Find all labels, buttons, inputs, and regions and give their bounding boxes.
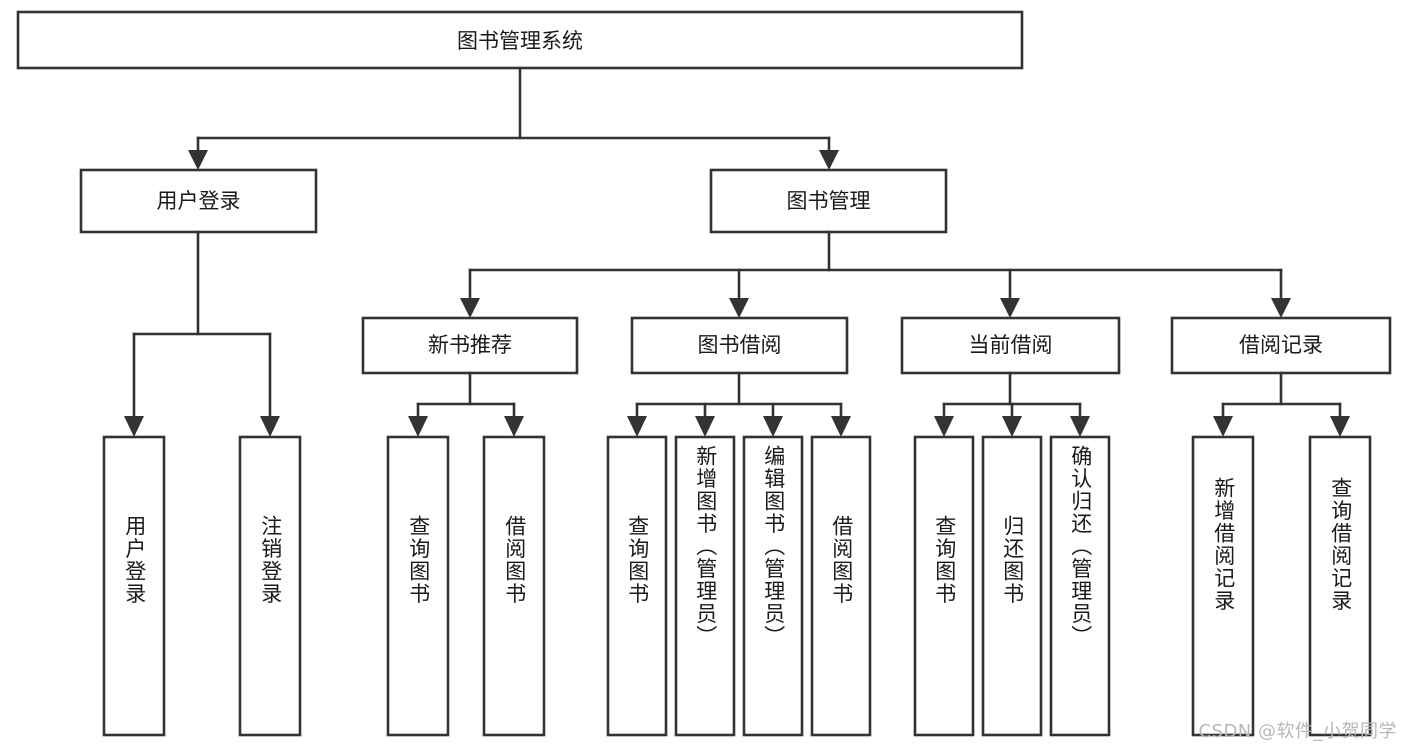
leaf-box-return-book[interactable] bbox=[981, 435, 1043, 737]
arrow-to-book-borrow bbox=[729, 298, 749, 318]
node-level3-borrow-record-label: 借阅记录 bbox=[1239, 333, 1323, 357]
arrow-to-leaf-query-book-2 bbox=[627, 416, 647, 437]
edge-root-to-level2 bbox=[188, 66, 839, 170]
arrow-to-leaf-logout bbox=[260, 416, 280, 437]
leaf-box-confirm-return[interactable] bbox=[1049, 435, 1111, 737]
arrow-to-leaf-query-book-1 bbox=[408, 416, 428, 437]
arrow-to-user-login bbox=[188, 150, 208, 170]
edge-user-login-to-leaves bbox=[124, 230, 280, 437]
edge-borrow-record-to-leaves bbox=[1213, 371, 1350, 437]
node-root-box[interactable] bbox=[16, 10, 1024, 70]
arrow-to-new-book-rec bbox=[460, 298, 480, 318]
node-level2-book-manage-label: 图书管理 bbox=[787, 189, 871, 213]
leaf-box-add-record[interactable] bbox=[1191, 435, 1255, 737]
arrow-to-leaf-add-book bbox=[695, 416, 715, 437]
arrow-to-current-borrow bbox=[1000, 298, 1020, 318]
node-root-label: 图书管理系统 bbox=[457, 29, 583, 53]
leaf-box-user-login[interactable] bbox=[102, 435, 166, 737]
leaf-box-borrow-book-1[interactable] bbox=[482, 435, 546, 737]
arrow-to-leaf-query-book-3 bbox=[934, 416, 954, 437]
leaf-box-borrow-book-2[interactable] bbox=[810, 435, 872, 737]
edge-book-borrow-to-leaves bbox=[627, 371, 851, 437]
arrow-to-leaf-borrow-book-1 bbox=[504, 416, 524, 437]
node-level2-user-login[interactable]: 用户登录 bbox=[79, 168, 318, 234]
node-level3-current-borrow-label: 当前借阅 bbox=[969, 333, 1053, 357]
node-level3-current-borrow-box[interactable] bbox=[900, 316, 1121, 375]
arrow-to-leaf-return-book bbox=[1002, 416, 1022, 437]
node-level3-book-borrow[interactable]: 图书借阅 bbox=[630, 316, 849, 375]
edge-new-book-rec-to-leaves bbox=[408, 371, 524, 437]
node-level3-book-borrow-label: 图书借阅 bbox=[698, 333, 782, 357]
node-root[interactable]: 图书管理系统 bbox=[16, 10, 1024, 70]
arrow-to-book-manage bbox=[819, 150, 839, 170]
node-level2-book-manage[interactable]: 图书管理 bbox=[709, 168, 948, 234]
node-level2-user-login-label: 用户登录 bbox=[157, 189, 241, 213]
arrow-to-leaf-confirm-return bbox=[1070, 416, 1090, 437]
node-level3-current-borrow[interactable]: 当前借阅 bbox=[900, 316, 1121, 375]
arrow-to-leaf-add-record bbox=[1213, 416, 1233, 437]
node-level2-user-login-box[interactable] bbox=[79, 168, 318, 234]
arrow-to-borrow-record bbox=[1271, 298, 1291, 318]
csdn-watermark: CSDN @软件_小贺同学 bbox=[1198, 721, 1397, 742]
leaf-box-query-record[interactable] bbox=[1308, 435, 1372, 737]
node-level3-new-book-rec-box[interactable] bbox=[361, 316, 579, 375]
edge-book-manage-to-level3 bbox=[460, 230, 1291, 318]
arrow-to-leaf-borrow-book-2 bbox=[831, 416, 851, 437]
node-level3-new-book-rec[interactable]: 新书推荐 bbox=[361, 316, 579, 375]
arrow-to-leaf-edit-book bbox=[763, 416, 783, 437]
edge-current-borrow-to-leaves bbox=[934, 371, 1090, 437]
leaf-box-logout[interactable] bbox=[238, 435, 302, 737]
arrow-to-leaf-query-record bbox=[1330, 416, 1350, 437]
leaf-box-edit-book[interactable] bbox=[742, 435, 804, 737]
node-level3-borrow-record[interactable]: 借阅记录 bbox=[1170, 316, 1392, 375]
leaf-box-add-book[interactable] bbox=[674, 435, 736, 737]
node-level3-new-book-rec-label: 新书推荐 bbox=[428, 333, 512, 357]
arrow-to-leaf-user-login bbox=[124, 416, 144, 437]
leaf-box-query-book-1[interactable] bbox=[386, 435, 450, 737]
leaf-box-query-book-2[interactable] bbox=[606, 435, 668, 737]
leaf-box-query-book-3[interactable] bbox=[913, 435, 975, 737]
